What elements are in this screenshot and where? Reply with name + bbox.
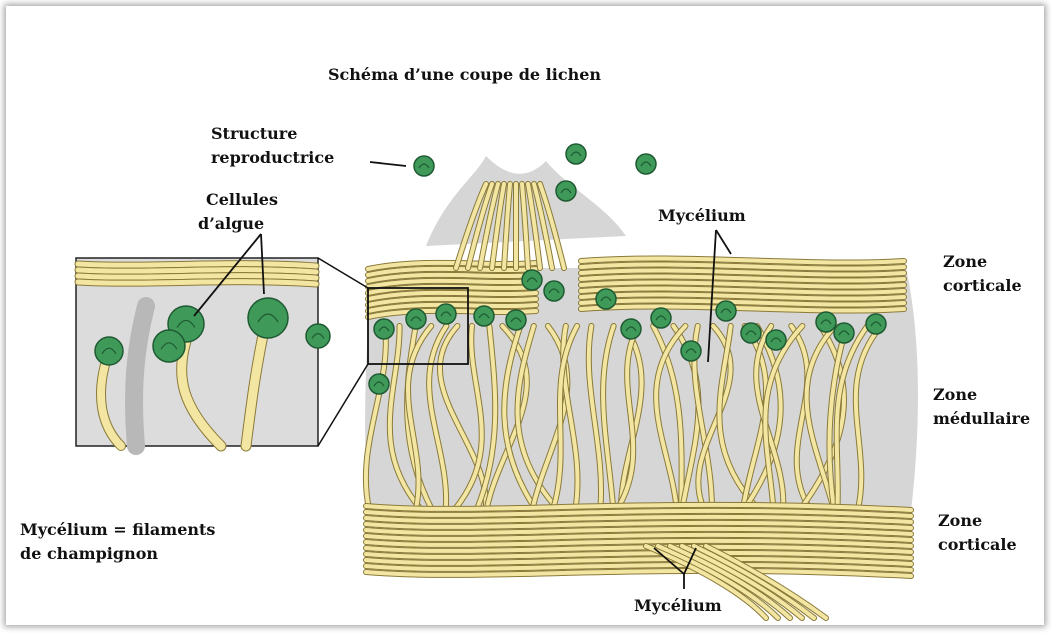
leader-line — [370, 162, 406, 166]
zoom-line-bottom — [318, 364, 368, 446]
alga-cell — [651, 308, 671, 328]
alga-cell — [596, 289, 616, 309]
alga-cell — [436, 304, 456, 324]
hypha — [78, 270, 316, 272]
alga-cell — [766, 330, 786, 350]
alga-cell — [506, 310, 526, 330]
label-zone-mid-line2: médullaire — [933, 408, 1030, 429]
alga-cell — [621, 319, 641, 339]
alga-cell — [95, 337, 123, 365]
alga-cell — [816, 312, 836, 332]
alga-cell — [374, 319, 394, 339]
alga-cell — [369, 374, 389, 394]
alga-cell — [522, 270, 542, 290]
alga-cell — [566, 144, 586, 164]
label-zone-mid-line1: Zone — [933, 384, 977, 405]
zoom-line-top — [318, 258, 368, 288]
alga-cell — [716, 301, 736, 321]
diagram-title: Schéma d’une coupe de lichen — [328, 64, 601, 85]
alga-cell — [741, 323, 761, 343]
label-reproductive-line1: Structure — [211, 123, 297, 144]
alga-cell — [681, 341, 701, 361]
legend-line2: de champignon — [20, 543, 158, 564]
alga-cell — [414, 156, 434, 176]
legend-line1: Mycélium = filaments — [20, 519, 215, 540]
hypha — [78, 264, 316, 266]
alga-cell — [636, 154, 656, 174]
diagram-frame: Schéma d’une coupe de lichen Structure r… — [6, 6, 1044, 625]
alga-cell — [866, 314, 886, 334]
alga-cell — [556, 181, 576, 201]
alga-cell — [306, 324, 330, 348]
alga-cell — [474, 306, 494, 326]
alga-cell — [544, 281, 564, 301]
label-zone-bottom-line2: corticale — [938, 534, 1017, 555]
hypha — [78, 276, 316, 278]
alga-cell — [248, 298, 288, 338]
label-mycelium-top: Mycélium — [658, 205, 746, 226]
label-algae-line2: d’algue — [198, 213, 264, 234]
label-zone-bottom-line1: Zone — [938, 510, 982, 531]
leader-line — [716, 230, 731, 254]
hypha — [78, 282, 316, 284]
label-algae-line1: Cellules — [206, 189, 278, 210]
label-mycelium-bottom: Mycélium — [634, 595, 722, 616]
label-zone-top-line2: corticale — [943, 275, 1022, 296]
alga-cell — [406, 309, 426, 329]
alga-cell — [153, 330, 185, 362]
label-zone-top-line1: Zone — [943, 251, 987, 272]
alga-cell — [834, 323, 854, 343]
label-reproductive-line2: reproductrice — [211, 147, 334, 168]
